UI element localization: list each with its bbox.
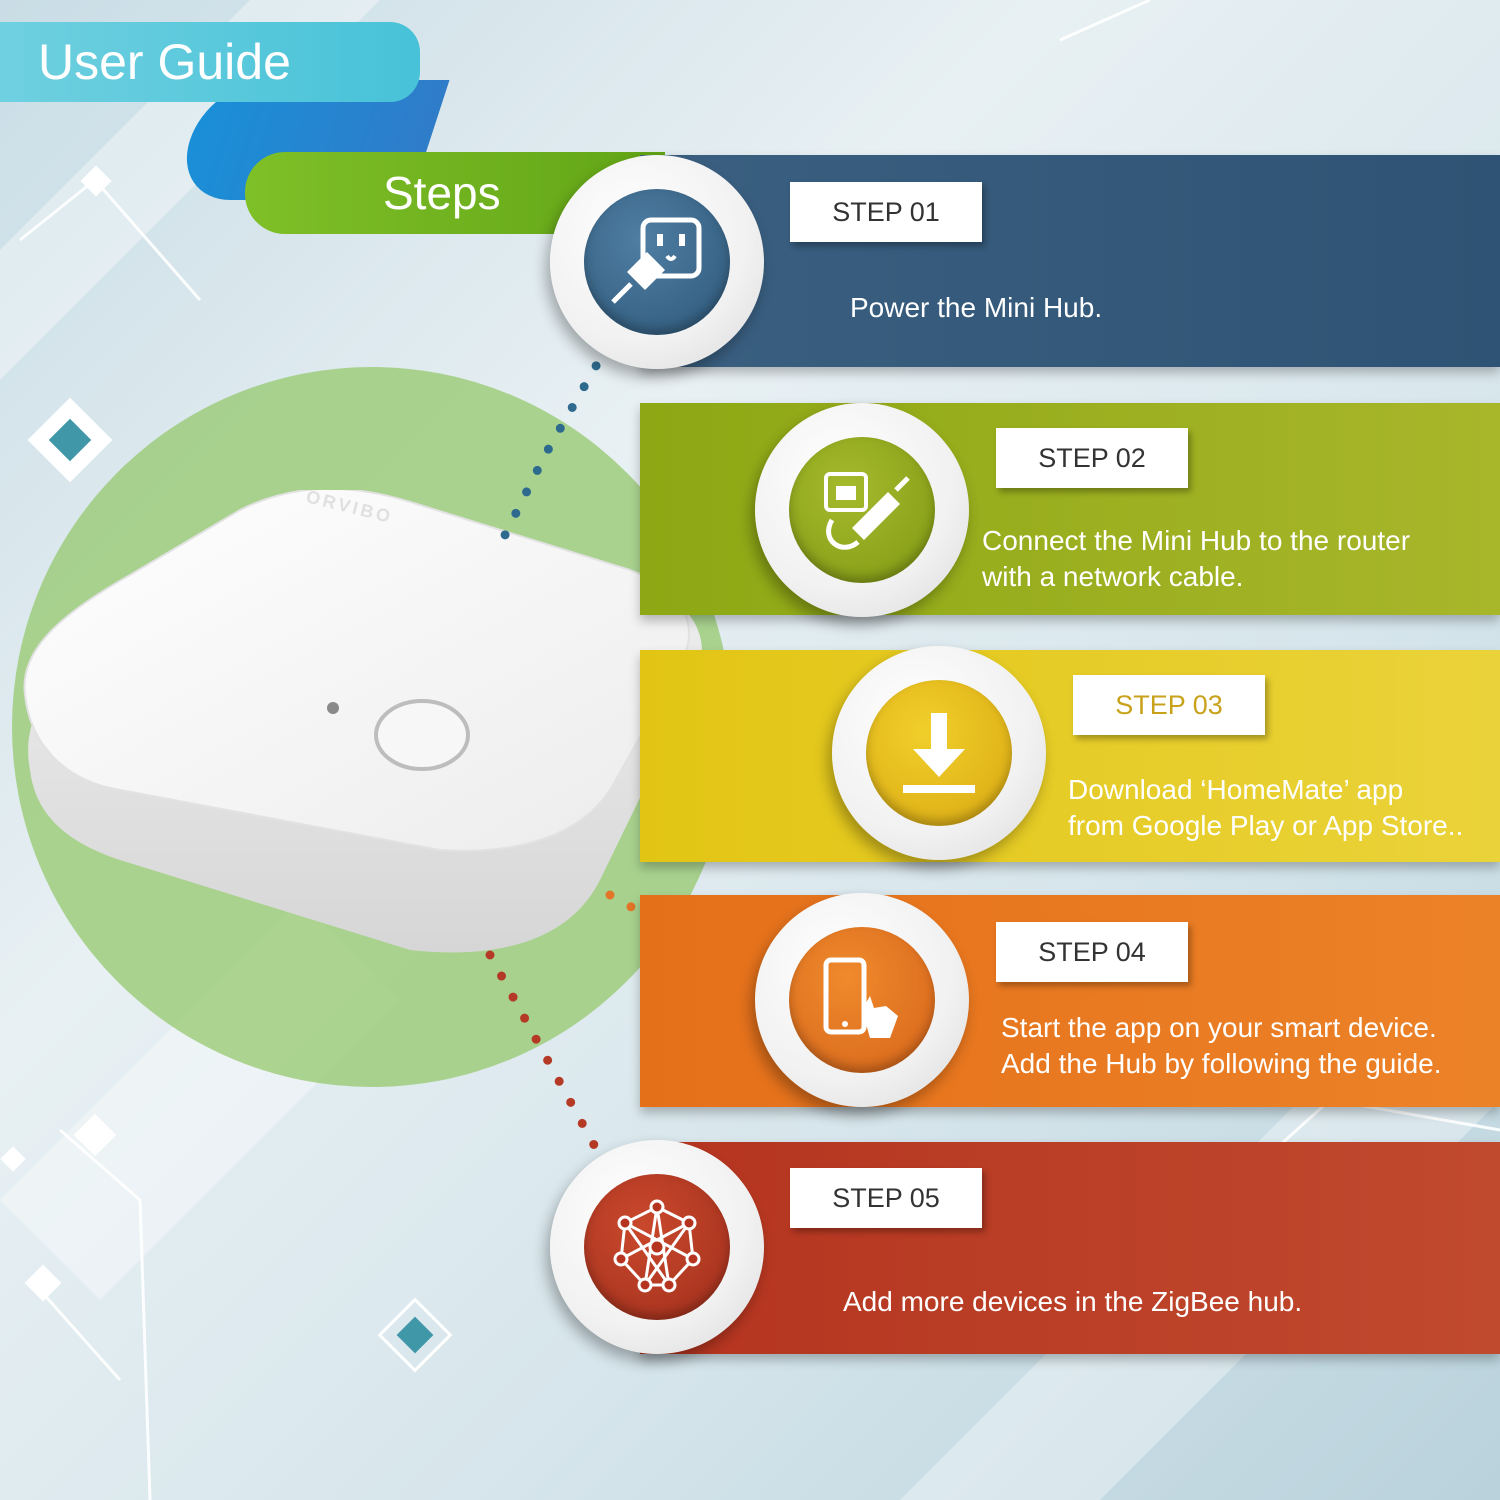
hub-button[interactable] <box>374 699 470 771</box>
network-cable-icon <box>824 472 910 550</box>
status-led <box>327 702 339 714</box>
step-02-medallion <box>755 403 969 617</box>
network-mesh-icon <box>613 1199 701 1293</box>
step-01-description: Power the Mini Hub. <box>850 292 1103 323</box>
step-01-label: STEP 01 <box>790 182 982 242</box>
mini-hub-device: ORVIBO <box>23 490 702 953</box>
page-title: User Guide <box>38 34 291 90</box>
step-03-medallion <box>832 646 1046 860</box>
step-04-description: Start the app on your smart device. Add … <box>1001 1012 1442 1079</box>
step-02-label: STEP 02 <box>996 428 1188 488</box>
step-01-medallion <box>550 155 764 369</box>
step-03-band: STEP 03 Download ‘HomeMate’ app from Goo… <box>640 650 1500 862</box>
step-04-medallion <box>755 893 969 1107</box>
step-05-band: STEP 05 Add more devices in the ZigBee h… <box>640 1142 1500 1354</box>
download-icon <box>903 713 975 793</box>
step-03-description: Download ‘HomeMate’ app from Google Play… <box>1068 774 1464 841</box>
step-04-label: STEP 04 <box>996 922 1188 982</box>
title-banner: User Guide <box>0 22 420 102</box>
power-outlet-icon <box>611 217 702 304</box>
smartphone-tap-icon <box>823 957 898 1038</box>
step-01-band: STEP 01 Power the Mini Hub. <box>640 155 1500 367</box>
step-05-label: STEP 05 <box>790 1168 982 1228</box>
steps-heading: Steps <box>383 167 501 219</box>
step-05-description: Add more devices in the ZigBee hub. <box>843 1286 1303 1317</box>
step-03-label: STEP 03 <box>1073 675 1265 735</box>
step-02-description: Connect the Mini Hub to the router with … <box>982 525 1411 592</box>
step-05-medallion <box>550 1140 764 1354</box>
